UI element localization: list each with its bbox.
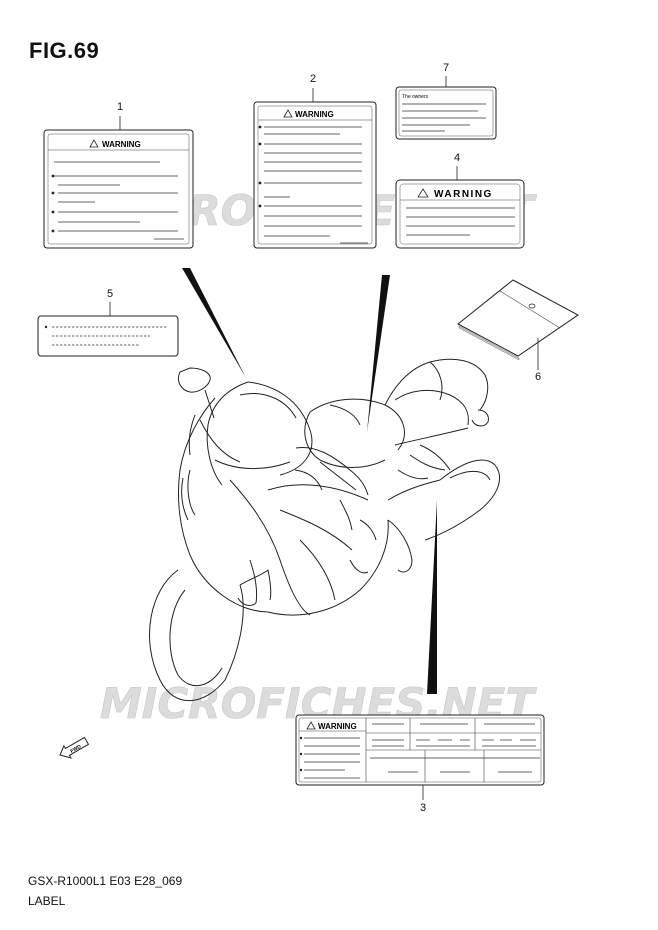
warning-triangle-icon [417, 188, 429, 198]
label-1-warning[interactable]: WARNING [43, 116, 194, 249]
warning-triangle-icon [306, 721, 316, 730]
callout-5: 5 [107, 288, 114, 300]
warning-triangle-icon [89, 139, 99, 148]
pointer-wedge-3 [427, 500, 437, 694]
label-4-warning-text: WARNING [434, 189, 493, 200]
label-5-strip[interactable] [37, 302, 179, 357]
pointer-wedge-2 [367, 275, 390, 432]
label-3-warning-text: WARNING [318, 722, 357, 731]
figure-code: GSX-R1000L1 E03 E28_069 [28, 874, 183, 888]
fwd-text: FWD [70, 744, 83, 755]
label-6-sheet[interactable] [457, 279, 579, 370]
label-1-warning-text: WARNING [102, 140, 141, 149]
label-2-warning-text: WARNING [295, 110, 334, 119]
label-7-owners[interactable]: The owners [395, 76, 497, 140]
callout-1: 1 [117, 101, 124, 113]
label-2-warning[interactable]: WARNING [253, 88, 377, 249]
figure-title: FIG.69 [29, 38, 100, 63]
figure-label: LABEL [28, 894, 66, 908]
label-4-warning[interactable]: WARNING [395, 166, 525, 249]
callout-2: 2 [310, 73, 317, 85]
callout-4: 4 [454, 152, 461, 164]
pointer-wedge-1 [182, 268, 246, 378]
callout-6: 6 [535, 371, 542, 383]
label-3-warning-table[interactable]: WARNING [295, 714, 545, 800]
label-7-owners-text: The owners [402, 94, 429, 100]
fwd-arrow-icon: FWD [59, 736, 90, 759]
motorcycle-outline [149, 358, 500, 702]
callout-3: 3 [420, 802, 427, 814]
warning-triangle-icon [283, 109, 293, 118]
callout-7: 7 [443, 62, 450, 74]
